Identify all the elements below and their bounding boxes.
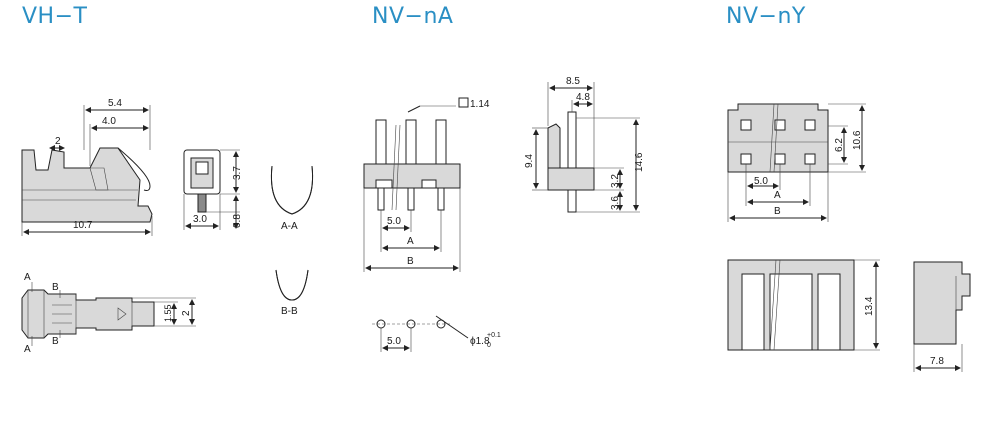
dim-1-55: 1.55 — [163, 304, 173, 322]
nvna-hole-pattern: 5.0 ϕ1.8 +0.1 0 — [372, 315, 501, 352]
dim-a-y: A — [774, 190, 781, 201]
label-a-top: A — [24, 272, 31, 283]
section-bb: B-B — [281, 306, 298, 317]
nvny-side-view: 7.8 — [913, 261, 971, 372]
hole-tol-upper: +0.1 — [487, 332, 501, 339]
dim-3-6: 3.6 — [610, 196, 621, 210]
vht-top-view: A B A B 1.55 2 — [21, 272, 196, 355]
dim-3-7: 3.7 — [232, 166, 243, 180]
vht-front-view: 3.7 0.8 3.0 — [183, 149, 243, 230]
dim-14-6: 14.6 — [634, 152, 645, 172]
label-b-bottom: B — [52, 336, 59, 347]
nvna-side-view: 8.5 4.8 9.4 14.6 3.2 3.6 — [524, 76, 645, 213]
label-b-top: B — [52, 282, 59, 293]
dim-2-b: 2 — [181, 310, 192, 316]
dim-4-0: 4.0 — [102, 116, 116, 127]
dim-7-8: 7.8 — [930, 356, 944, 367]
vht-section-bb: B-B — [275, 269, 309, 317]
dim-square-1-14: 1.14 — [470, 99, 490, 110]
dim-8-5: 8.5 — [566, 76, 580, 87]
dim-pitch-5-0-y: 5.0 — [754, 176, 768, 187]
title-vh-t: VH−T — [22, 4, 88, 29]
label-a-bottom: A — [24, 344, 31, 355]
section-aa: A-A — [281, 221, 298, 232]
nvna-front-view: 1.14 5.0 A B — [363, 97, 490, 272]
nvny-top-view: 13.4 — [727, 259, 880, 351]
dim-3-2: 3.2 — [610, 174, 621, 188]
dim-9-4: 9.4 — [524, 154, 535, 168]
dim-3-0: 3.0 — [193, 214, 207, 225]
dim-6-2: 6.2 — [834, 138, 845, 152]
nvny-front-view: 6.2 10.6 5.0 A B — [727, 103, 866, 222]
dim-5-4: 5.4 — [108, 98, 122, 109]
dim-13-4: 13.4 — [864, 296, 875, 316]
dim-10-6: 10.6 — [852, 130, 863, 150]
dim-4-8: 4.8 — [576, 92, 590, 103]
dim-pitch-5-0: 5.0 — [387, 216, 401, 227]
dim-b-y: B — [774, 206, 781, 217]
dim-0-8: 0.8 — [232, 214, 243, 228]
vht-section-aa: A-A — [270, 165, 314, 232]
title-nv-ny: NV−nY — [726, 4, 806, 29]
dim-a: A — [407, 236, 414, 247]
hole-tol-lower: 0 — [487, 342, 491, 349]
dim-2: 2 — [55, 136, 61, 147]
dim-hole-pitch: 5.0 — [387, 336, 401, 347]
dim-b: B — [407, 256, 414, 267]
vht-side-view: 5.4 4.0 2 10.7 — [21, 98, 153, 236]
title-nv-na: NV−nA — [372, 4, 454, 29]
dim-10-7: 10.7 — [73, 220, 93, 231]
dim-hole-diameter: ϕ1.8 — [470, 336, 490, 347]
